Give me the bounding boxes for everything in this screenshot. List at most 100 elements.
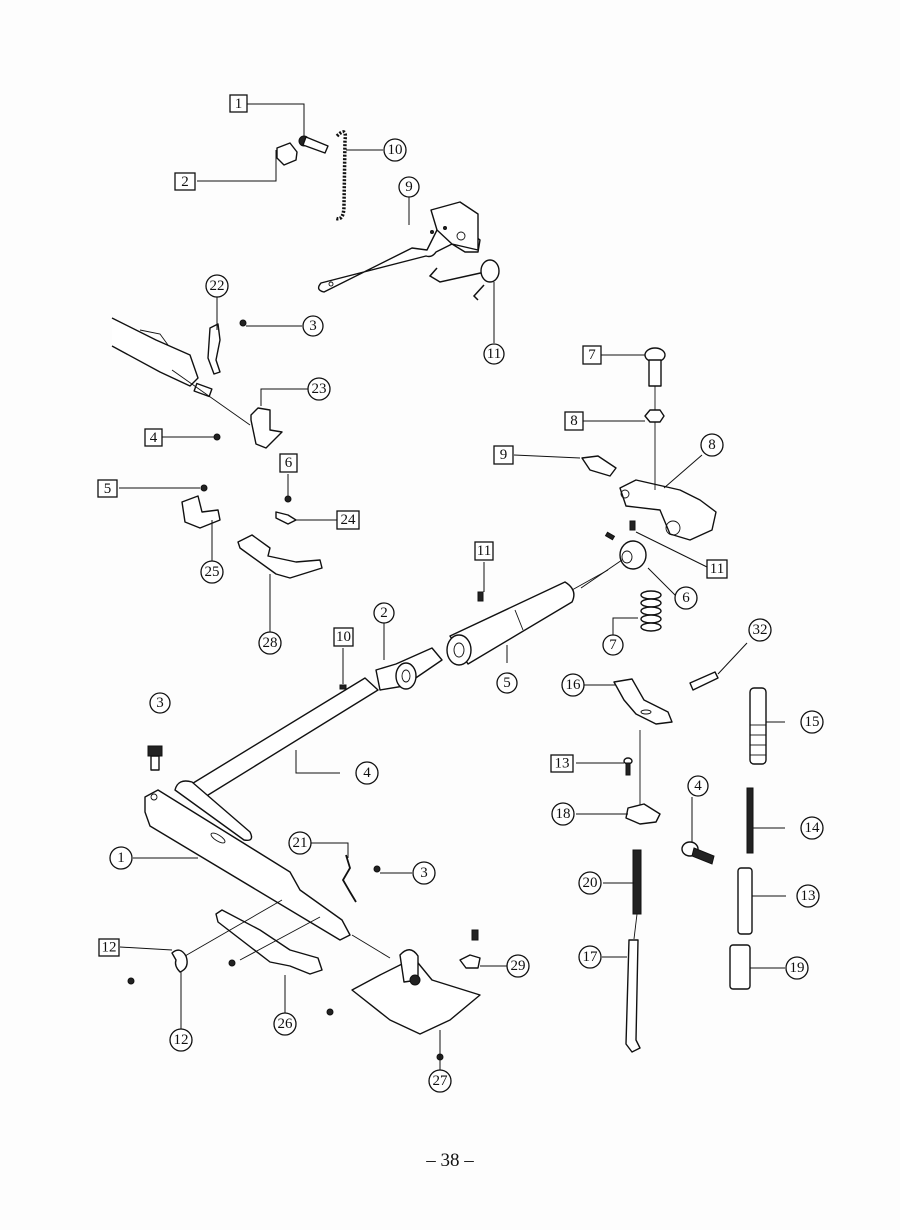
callout-3-circle-bottom: 3 [412,861,436,885]
callout-13-square: 13 [550,754,574,773]
callout-number: 10 [388,142,403,158]
spring-part [746,787,754,854]
pin-part [689,671,719,691]
callout-number: 12 [174,1032,189,1048]
parts-drawings [111,130,767,1061]
callout-28-circle: 28 [258,631,282,655]
callout-number: 2 [380,605,388,621]
callout-number: 11 [487,346,501,362]
callout-1-circle: 1 [109,846,133,870]
screw-part [623,730,641,805]
callout-10-square: 10 [333,627,354,647]
callout-24-square: 24 [336,510,360,530]
callout-8-square: 8 [564,411,584,431]
callout-number: 26 [278,1016,294,1032]
presser-bar-part [749,687,767,765]
shoulder-screw-part [681,841,715,865]
callout-29-circle: 29 [506,954,530,978]
callout-number: 5 [104,481,112,497]
callout-6-circle: 6 [674,586,698,610]
slotted-screw-part [644,347,666,410]
callout-number: 4 [363,765,371,781]
callout-number: 29 [511,958,526,974]
callout-16-circle: 16 [561,673,585,697]
callout-4-square: 4 [144,428,163,447]
coupling-part [375,647,443,691]
latch-part [207,323,221,375]
callout-12-circle: 12 [169,1028,193,1052]
arm-assembly-part [111,317,213,398]
callout-number: 17 [583,949,599,965]
collar-part [619,540,647,570]
callout-19-circle: 19 [785,956,809,980]
callout-number: 11 [477,543,491,559]
callout-3-circle: 3 [302,315,324,337]
bushing-part [729,944,751,990]
callout-20-circle: 20 [578,871,602,895]
callout-number: 11 [710,561,724,577]
shaft-part [174,677,379,842]
callout-number: 7 [609,637,617,653]
lever-arm-part [317,201,481,293]
needle-bar-part [625,913,641,1053]
callout-number: 10 [336,629,351,645]
leader-lines [119,103,786,1070]
callout-11-square-center: 11 [474,541,494,561]
callout-21-circle: 21 [288,831,312,855]
callout-number: 22 [210,278,225,294]
cap-part [459,954,481,969]
foot-assembly-part [351,949,481,1035]
pin-part [737,867,753,935]
clip-part [275,511,297,525]
bushing-part [446,581,575,666]
callout-labels: 1 2 10 9 11 22 3 23 4 5 6 24 25 28 7 8 9… [97,94,824,1093]
screw-head [239,319,247,327]
link-plate-part [215,909,323,975]
callout-6-square: 6 [279,453,298,473]
screw-part [147,745,163,771]
washer-part [171,949,188,973]
callout-number: 23 [312,381,327,397]
callout-9-square: 9 [493,445,514,465]
wire-spring-part [341,854,357,903]
callout-11-circle: 11 [483,343,505,365]
bracket-part [181,495,221,529]
callout-13-circle: 13 [796,884,820,908]
callout-17-circle: 17 [578,945,602,969]
spring-part [632,849,642,915]
callout-number: 12 [102,940,117,956]
callout-3-circle-left: 3 [149,692,171,714]
callout-23-circle: 23 [307,377,331,401]
callout-4-circle-right: 4 [687,775,709,797]
base-arm-part [144,789,351,941]
callout-4-circle-shaft: 4 [355,761,379,785]
hinge-block-part [250,407,283,449]
callout-number: 27 [433,1073,449,1089]
hex-nut-part [644,409,665,423]
callout-8-circle: 8 [700,433,724,457]
callout-2-circle: 2 [373,602,395,624]
callout-number: 14 [805,820,821,836]
callout-14-circle: 14 [800,816,824,840]
callout-number: 16 [566,677,582,693]
page-number: – 38 – [426,1150,474,1171]
callout-number: 9 [405,179,413,195]
callout-number: 3 [156,695,164,711]
callout-number: 28 [263,635,278,651]
callout-25-circle: 25 [200,560,224,584]
callout-number: 13 [801,888,816,904]
callout-number: 24 [341,512,357,528]
callout-number: 3 [420,865,428,881]
callout-number: 1 [117,850,125,866]
callout-12-square: 12 [98,938,120,957]
thread-guide-part [613,678,673,725]
callout-7-circle: 7 [602,634,624,656]
callout-1-square: 1 [229,94,248,113]
screw-part [298,135,329,154]
callout-number: 3 [309,318,317,334]
torsion-spring-part [428,259,500,301]
callout-9-circle: 9 [398,176,420,198]
callout-number: 25 [205,564,220,580]
